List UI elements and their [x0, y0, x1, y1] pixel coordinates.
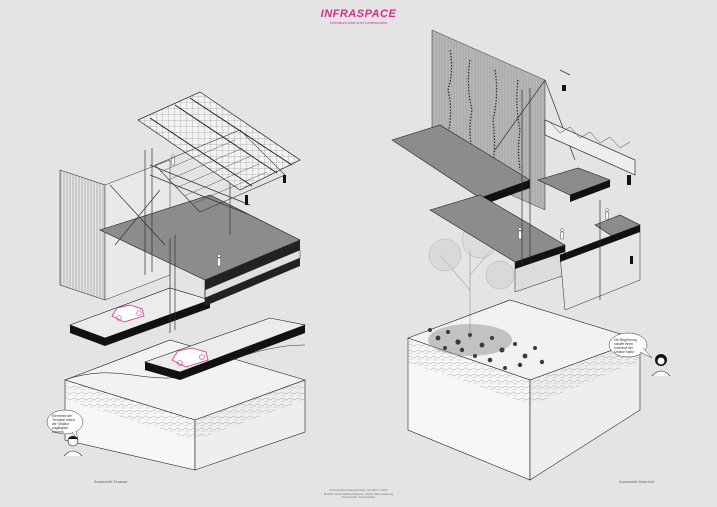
right-axonometric — [391, 29, 671, 481]
right-person-avatar — [651, 354, 671, 377]
left-bubble-line: zugänglich — [52, 426, 69, 430]
poster-title: INFRASPACE — [320, 8, 397, 20]
right-speech-bubble — [608, 332, 653, 359]
left-bubble-line: machen — [52, 430, 65, 434]
right-bubble-line: Urbane Natur — [614, 350, 635, 354]
credits-line: Dozierende: Sonja Müller — [341, 495, 376, 500]
caption-innenhof: Ausschnitt Innenhof — [619, 479, 655, 484]
left-bubble-line: Terrasse sollen — [52, 418, 75, 422]
left-ground-block — [64, 339, 306, 471]
left-pergola-roof — [137, 91, 301, 213]
left-axonometric — [46, 91, 307, 471]
right-bubble-line: schafft einen — [614, 342, 634, 346]
right-bubble-line: Innenhof der — [614, 346, 634, 350]
left-bubble-line: Elemente der — [52, 414, 73, 418]
left-people — [171, 154, 221, 267]
right-ground-block — [407, 299, 641, 481]
right-people — [518, 208, 609, 240]
credits-block: Schlussarbeit Masterthesis, HS 2022 / 20… — [0, 488, 717, 500]
poster-subtitle: Leerraum wird zum Lebensraum — [329, 20, 388, 25]
left-car-lower — [171, 347, 209, 368]
caption-terrasse: Ausschnitt Terasse — [94, 479, 128, 484]
right-structure-frame — [494, 69, 636, 300]
left-bubble-line: die Struktur — [52, 422, 70, 426]
title-block: INFRASPACE Leerraum wird zum Lebensraum — [0, 8, 717, 25]
credits-line: Schlussarbeit Masterthesis, HS 2022 / 20… — [329, 488, 388, 492]
left-terrace-platform — [99, 194, 301, 306]
left-structure-frame — [109, 148, 251, 333]
right-bubble-line: Die Begrünung — [614, 338, 637, 342]
right-bubble-text: Die Begrünung schafft einen Innenhof der… — [614, 338, 644, 354]
left-car-upper — [111, 304, 145, 323]
credits-line: ZHAW Landschaftsarchitektur, Institut Ra… — [323, 491, 394, 496]
left-bubble-text: Elemente der Terrasse sollen die Struktu… — [52, 414, 80, 434]
left-person-avatar — [63, 435, 83, 457]
